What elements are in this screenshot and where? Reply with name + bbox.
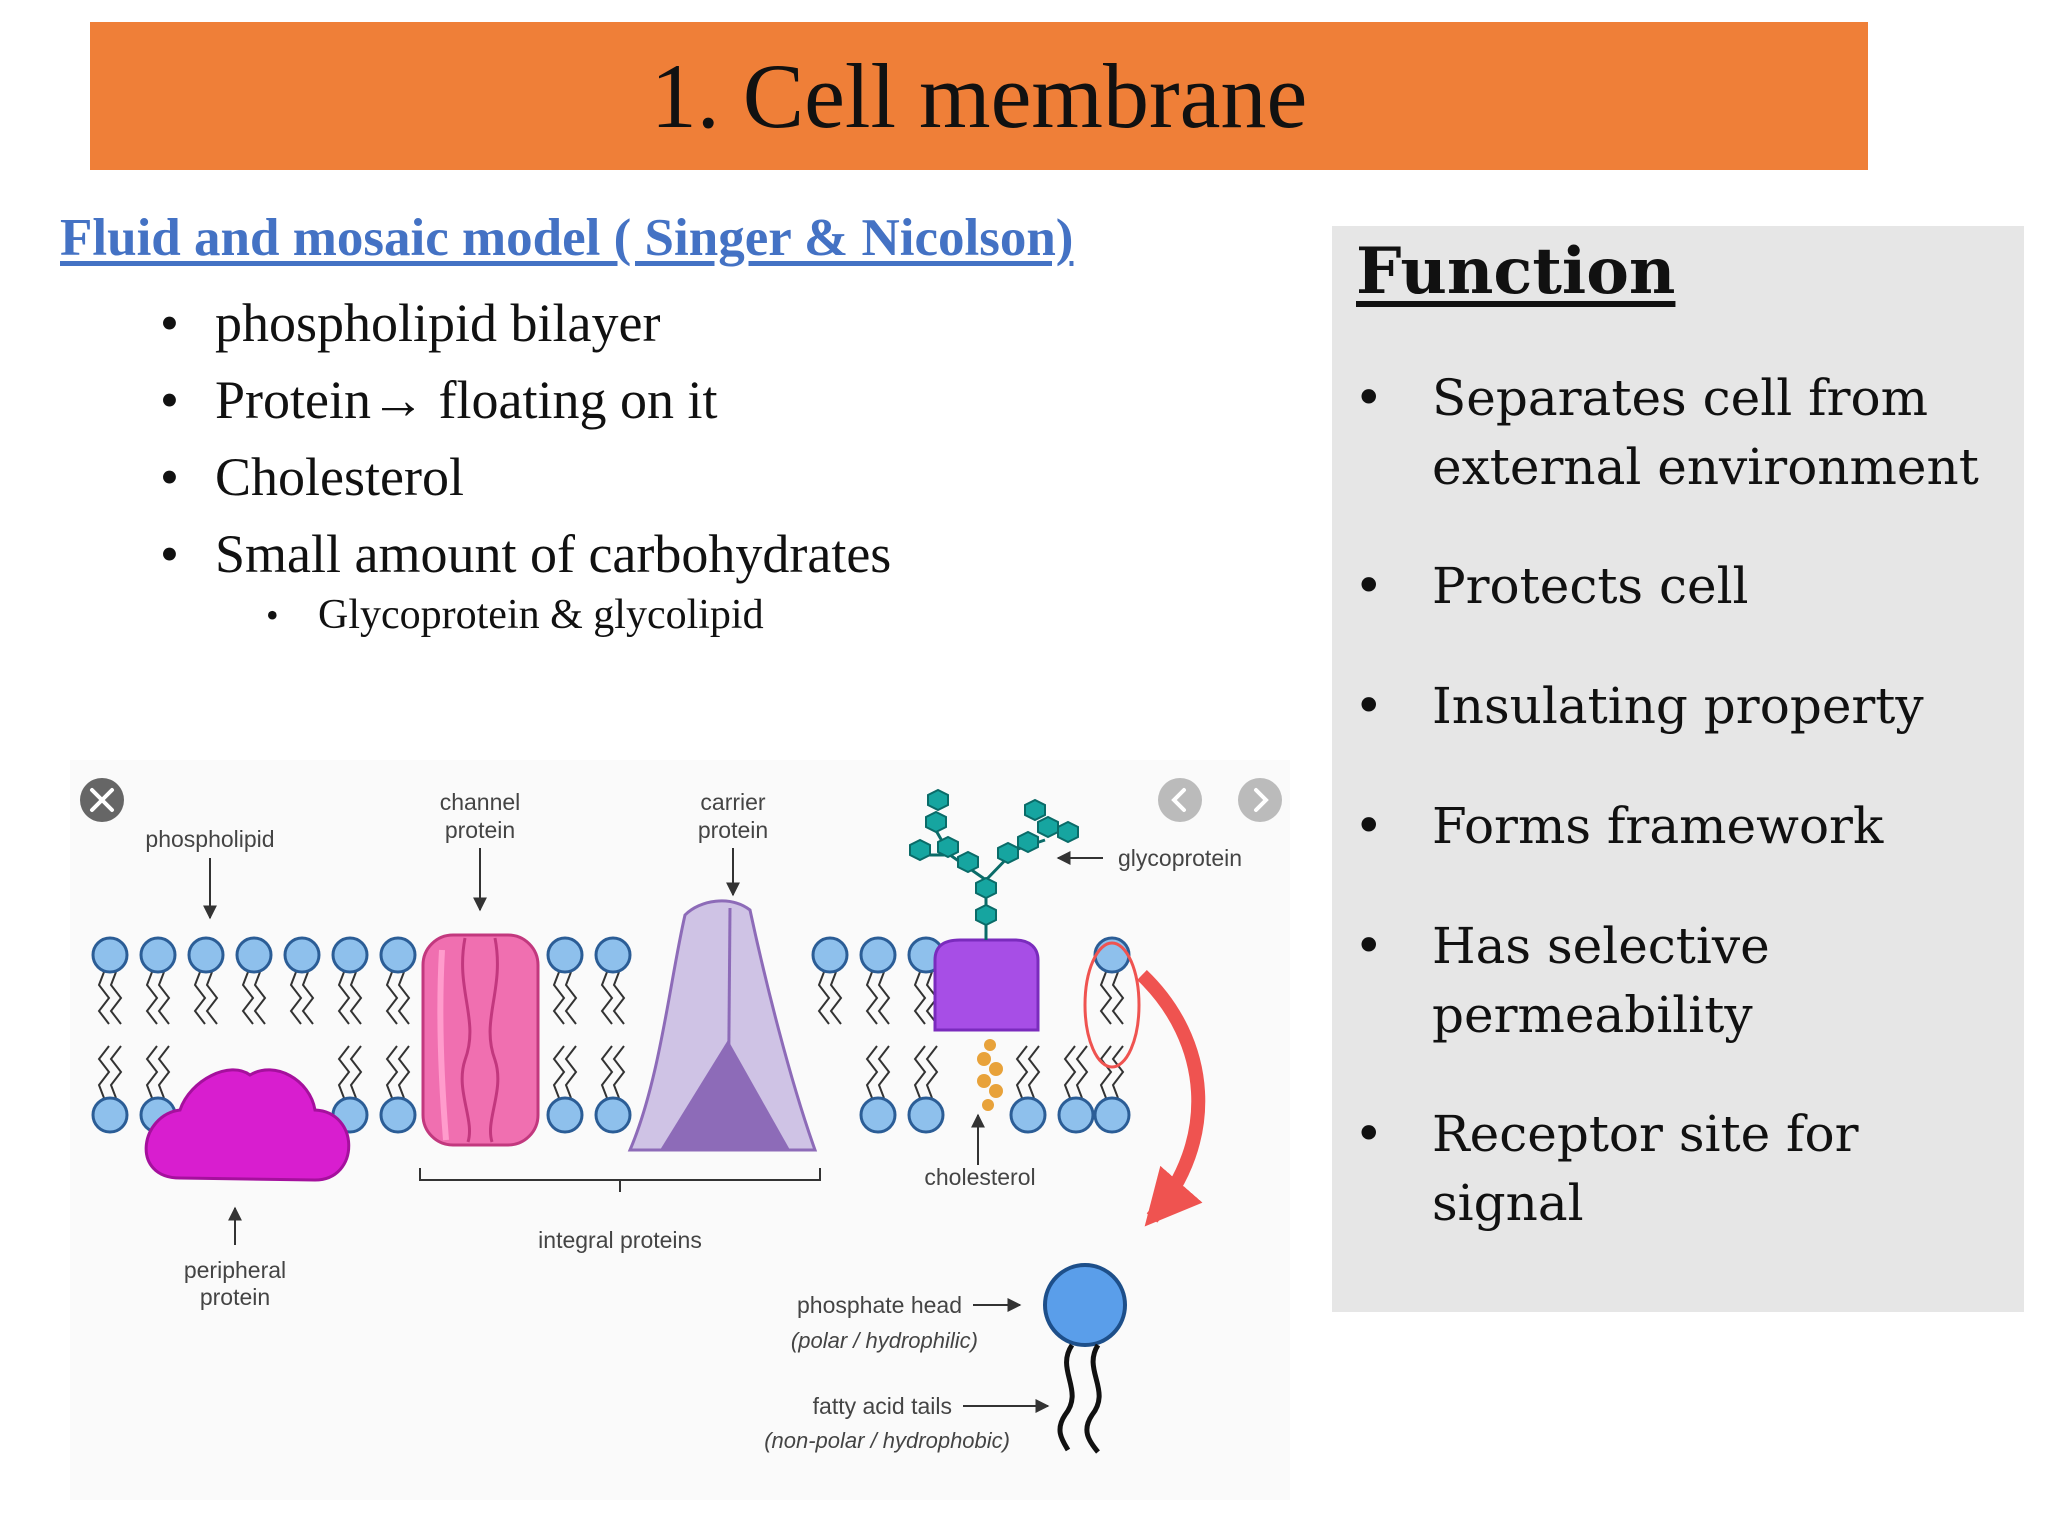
function-item-line: external environment bbox=[1432, 438, 1979, 496]
label-peripheral-protein: protein bbox=[200, 1284, 270, 1310]
label-carrier-protein: protein bbox=[698, 817, 768, 843]
component-item: phospholipid bilayer bbox=[160, 285, 891, 362]
phospholipid-molecule bbox=[594, 936, 632, 1025]
phospholipid-molecule bbox=[187, 936, 225, 1025]
label-phosphate-head: phosphate head bbox=[797, 1292, 962, 1318]
label-glycoprotein: glycoprotein bbox=[1118, 845, 1242, 871]
phospholipid-molecule bbox=[859, 1045, 897, 1134]
chevron-left-icon[interactable] bbox=[1158, 778, 1202, 822]
highlight-arrow bbox=[1137, 969, 1206, 1227]
function-item-line: permeability bbox=[1432, 986, 1753, 1044]
component-item: Cholesterol bbox=[160, 439, 891, 516]
label-carrier-protein: carrier bbox=[700, 789, 766, 815]
function-heading: Function bbox=[1356, 234, 1676, 309]
phospholipid-molecule bbox=[139, 936, 177, 1025]
sub-component-item: Glycoprotein & glycolipid bbox=[266, 585, 764, 645]
phospholipid-molecule bbox=[907, 1045, 945, 1134]
phospholipid-molecule bbox=[1093, 1045, 1131, 1134]
phospholipid-molecule bbox=[379, 1045, 417, 1134]
integral-bracket bbox=[419, 1168, 821, 1192]
sub-components-list: Glycoprotein & glycolipid bbox=[266, 585, 764, 645]
function-item-line: Protects cell bbox=[1432, 557, 1749, 615]
function-item-line: Forms framework bbox=[1432, 797, 1884, 855]
peripheral-protein bbox=[144, 1068, 351, 1182]
phospholipid-molecule bbox=[811, 936, 849, 1025]
bullet: • bbox=[1354, 797, 1384, 855]
close-icon[interactable] bbox=[80, 778, 124, 822]
function-box: Function • Separates cell from external e… bbox=[1332, 226, 2024, 1312]
membrane-svg: phospholipid channel protein carrier pro… bbox=[70, 760, 1290, 1500]
phospholipid-molecule bbox=[91, 936, 129, 1025]
phospholipid-molecule bbox=[859, 936, 897, 1025]
phospholipid-molecule bbox=[594, 1045, 632, 1134]
bullet: • bbox=[1354, 677, 1384, 735]
function-item-line: Separates cell from bbox=[1432, 369, 1928, 427]
bullet: • bbox=[1354, 917, 1384, 975]
label-fatty-acid-tails: fatty acid tails bbox=[813, 1393, 952, 1419]
bullet: • bbox=[1354, 1105, 1384, 1163]
label-channel-protein: channel bbox=[440, 789, 521, 815]
title-bar: 1. Cell membrane bbox=[90, 22, 1868, 170]
phospholipid-molecule bbox=[283, 936, 321, 1025]
function-item-line: Receptor site for signal bbox=[1432, 1105, 1859, 1232]
chevron-right-icon[interactable] bbox=[1238, 778, 1282, 822]
zoomed-phospholipid bbox=[1043, 1263, 1127, 1454]
label-channel-protein: protein bbox=[445, 817, 515, 843]
phospholipid-molecule bbox=[546, 1045, 584, 1134]
pointer-arrows bbox=[203, 848, 1103, 1413]
label-phosphate-desc: (polar / hydrophilic) bbox=[791, 1328, 978, 1353]
label-peripheral-protein: peripheral bbox=[184, 1257, 286, 1283]
component-item: Protein→ floating on it bbox=[160, 362, 891, 439]
bullet: • bbox=[1354, 557, 1384, 615]
label-integral-proteins: integral proteins bbox=[538, 1227, 702, 1253]
channel-protein bbox=[421, 933, 540, 1147]
cholesterol-molecule bbox=[977, 1039, 1003, 1111]
components-list: phospholipid bilayer Protein→ floating o… bbox=[160, 285, 891, 593]
highlight-circle bbox=[1083, 941, 1141, 1069]
phospholipid-molecule bbox=[1009, 1045, 1047, 1134]
bullet: • bbox=[1354, 369, 1384, 427]
function-item-line: Has selective bbox=[1432, 917, 1770, 975]
phospholipid-molecule bbox=[379, 936, 417, 1025]
model-heading[interactable]: Fluid and mosaic model ( Singer & Nicols… bbox=[60, 209, 1074, 267]
slide-title: 1. Cell membrane bbox=[650, 45, 1308, 147]
phospholipid-molecule bbox=[235, 936, 273, 1025]
carrier-protein bbox=[627, 899, 818, 1152]
glycoprotein bbox=[909, 788, 1079, 1032]
function-item-line: Insulating property bbox=[1432, 677, 1924, 735]
component-item: Small amount of carbohydrates bbox=[160, 516, 891, 593]
label-phospholipid: phospholipid bbox=[145, 826, 274, 852]
phospholipid-molecule bbox=[546, 936, 584, 1025]
label-cholesterol: cholesterol bbox=[924, 1164, 1035, 1190]
phospholipid-molecule bbox=[331, 936, 369, 1025]
phospholipid-molecule bbox=[91, 1045, 129, 1134]
label-fatty-desc: (non-polar / hydrophobic) bbox=[764, 1428, 1010, 1453]
membrane-diagram: phospholipid channel protein carrier pro… bbox=[70, 760, 1290, 1500]
phospholipid-molecule bbox=[1057, 1045, 1095, 1134]
